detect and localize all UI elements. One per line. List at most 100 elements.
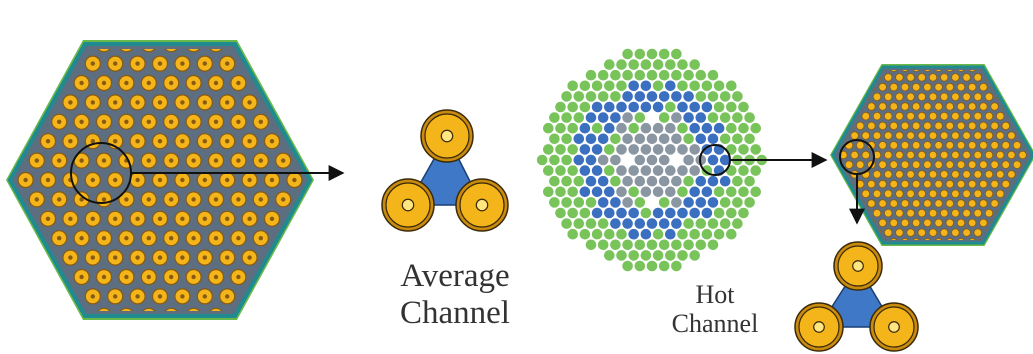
pin-center (202, 177, 207, 183)
fuel-pin (309, 56, 324, 71)
core-assembly (579, 101, 591, 113)
fuel-pin (0, 95, 11, 110)
core-assembly (682, 69, 695, 82)
pin-center (135, 61, 140, 66)
core-assembly (688, 79, 701, 92)
fuel-pin (844, 82, 854, 92)
pin-center (225, 255, 230, 260)
core-assembly (603, 58, 616, 71)
fuel-pin (861, 73, 870, 82)
pin-center (247, 100, 252, 105)
fuel-pin (1012, 102, 1022, 111)
core-assembly (646, 196, 658, 209)
pin-center (16, 274, 17, 280)
pin-center (180, 255, 185, 260)
fuel-pin (1001, 121, 1010, 131)
pin-center (146, 119, 151, 125)
pin-center (57, 197, 62, 202)
core-assembly (688, 228, 701, 241)
fuel-pin (962, 73, 971, 82)
fuel-pin (990, 179, 999, 189)
pin-center (45, 177, 51, 183)
fuel-pin (962, 228, 971, 237)
pin-center (79, 274, 84, 280)
fuel-pin (979, 160, 988, 169)
fuel-pin (850, 150, 859, 160)
pin-center (348, 197, 352, 201)
fuel-pin (912, 218, 921, 228)
pin-center (348, 158, 352, 162)
core-assembly (566, 164, 579, 177)
fuel-pin (906, 228, 915, 237)
core-assembly (670, 260, 683, 272)
core-assembly (682, 132, 695, 145)
core-assembly (640, 164, 652, 177)
fuel-pin (839, 228, 848, 237)
core-assembly (658, 48, 671, 60)
fuel-pin (867, 179, 876, 189)
core-assembly (664, 79, 677, 92)
core-assembly (725, 207, 738, 219)
pin-center (191, 80, 196, 86)
pin-center (23, 294, 28, 299)
pin-center (35, 42, 39, 46)
fuel-pin (1012, 160, 1022, 169)
fuel-pin (968, 121, 977, 131)
fuel-pin (1001, 160, 1010, 169)
core-assembly (701, 79, 713, 92)
pin-center (303, 119, 304, 125)
fuel-pin (828, 93, 836, 101)
pin-center (337, 294, 341, 298)
core-assembly (627, 101, 640, 113)
fuel-pin (996, 170, 1005, 179)
hot-channel-label: Hot Channel (660, 280, 770, 338)
core-assembly (664, 185, 677, 198)
fuel-pin (912, 160, 921, 169)
pin-center (348, 120, 352, 124)
fuel-pin (321, 153, 336, 168)
core-assembly (676, 143, 689, 156)
pin-center (157, 255, 163, 260)
core-assembly (560, 111, 573, 124)
core-assembly (737, 101, 750, 113)
core-assembly (566, 122, 579, 135)
fuel-pin (945, 238, 954, 240)
pin-center (1, 139, 5, 143)
pin-center (16, 236, 17, 241)
fuel-pin (928, 189, 938, 198)
pin-center (57, 119, 62, 125)
fuel-pin (817, 209, 825, 217)
fuel-pin (945, 160, 954, 169)
fuel-pin (990, 70, 999, 72)
fuel-pin (895, 208, 904, 218)
fuel-pin (984, 92, 994, 101)
fuel-pin (823, 64, 831, 72)
pin-center (475, 198, 489, 212)
fuel-pin (867, 121, 876, 131)
pin-center (348, 314, 352, 318)
core-assembly (609, 90, 622, 103)
core-assembly (652, 122, 664, 135)
fuel-pin (928, 150, 938, 160)
fuel-pin (844, 160, 854, 169)
fuel-pin (973, 228, 982, 237)
pin-center (135, 294, 140, 299)
fuel-pin (95, 49, 113, 53)
fuel-pin (839, 73, 848, 82)
pin-center (258, 236, 263, 241)
fuel-pin (878, 121, 887, 131)
assembly-hexagon-left (0, 40, 358, 320)
core-assembly (701, 185, 713, 198)
fuel-pin (1007, 228, 1016, 237)
pin-center (68, 139, 73, 144)
pin-center (269, 216, 275, 221)
fuel-pin (956, 102, 966, 111)
core-assembly (701, 101, 713, 113)
core-map-icon (536, 48, 768, 272)
fuel-pin (343, 153, 358, 168)
fuel-pin (163, 49, 180, 53)
fuel-pin (16, 268, 23, 286)
core-assembly (615, 249, 628, 262)
fuel-pin (51, 307, 68, 311)
pin-center (113, 100, 118, 105)
